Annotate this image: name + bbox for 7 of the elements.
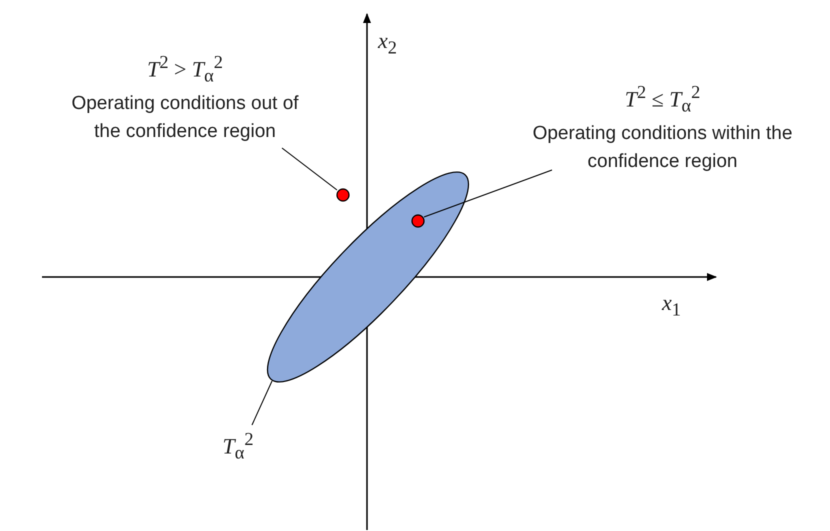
leader-line [424,170,552,218]
description-text: Operating conditions within the confidence region [532,122,794,174]
description-text: Operating conditions out of the confidence region [70,92,300,144]
leader-line [252,380,272,426]
leader-line [282,148,338,190]
axis-label: x$_{1}$ [662,290,681,320]
axis-label: x$_{2}$ [378,28,397,58]
